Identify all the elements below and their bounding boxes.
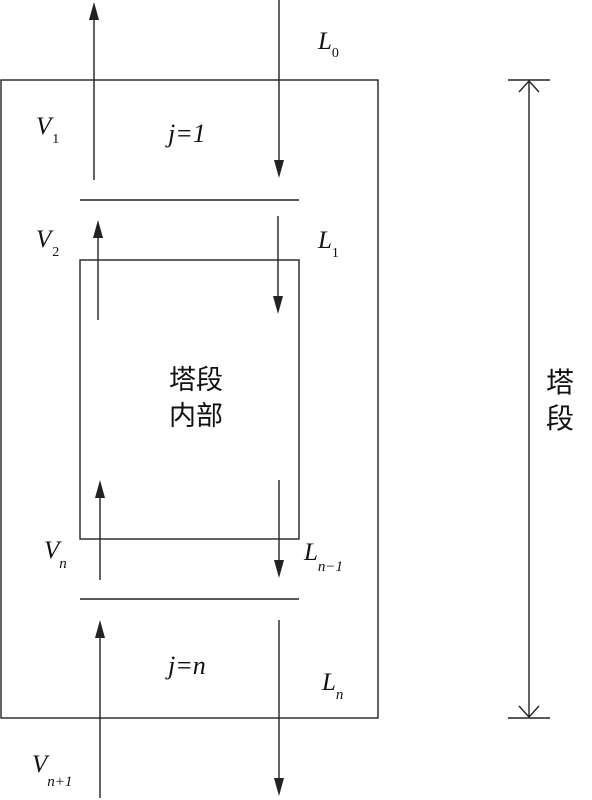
vapor-v2-arrow: [93, 220, 103, 320]
vapor-vn1-arrow: [95, 620, 105, 798]
section-label-char1: 塔: [546, 366, 574, 399]
vapor-vn-arrow: [95, 480, 105, 580]
liquid-l1-arrow: [273, 216, 283, 314]
label-v2: V2: [36, 226, 59, 260]
inner-label-line1: 塔段: [169, 365, 223, 396]
section-dimension: [508, 79, 550, 719]
inner-internals-box: [79, 259, 300, 540]
label-vn1: Vn+1: [32, 751, 72, 790]
label-ln: Ln: [321, 669, 343, 703]
label-l1: L1: [317, 227, 339, 261]
label-j1: j=1: [165, 119, 206, 148]
liquid-ln-arrow: [274, 620, 284, 796]
outer-section-box: [0, 79, 379, 719]
liquid-l0-arrow: [274, 0, 284, 178]
label-l0: L0: [317, 28, 339, 61]
label-v1: V1: [36, 113, 59, 147]
liquid-ln-1-arrow: [274, 480, 284, 578]
vapor-v1-arrow: [89, 2, 99, 180]
label-jn: j=n: [165, 651, 206, 680]
inner-label-line2: 内部: [169, 401, 223, 432]
label-ln-1: Ln−1: [303, 539, 343, 575]
label-vn: Vn: [44, 537, 67, 572]
section-label-char2: 段: [546, 402, 574, 435]
